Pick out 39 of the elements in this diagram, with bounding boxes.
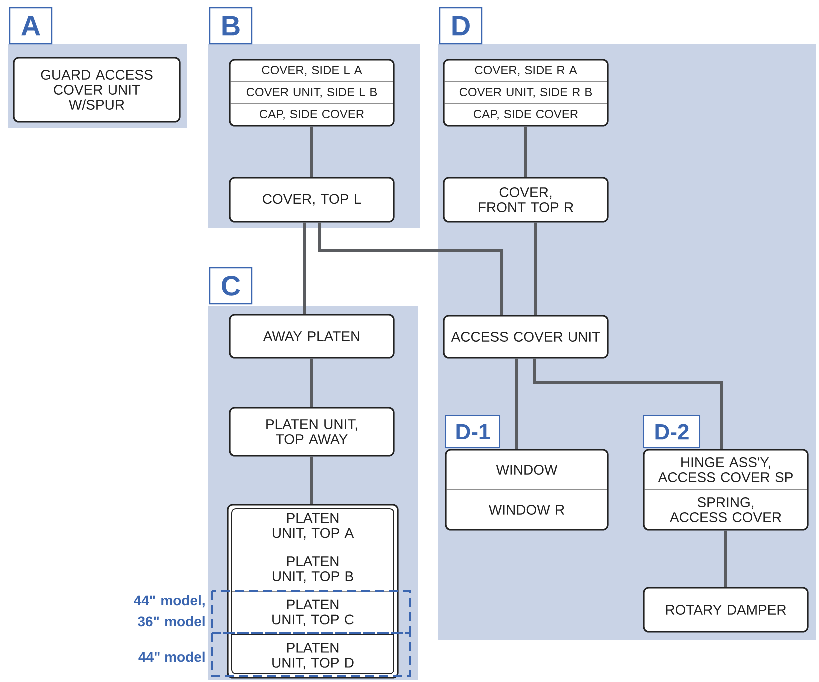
part-name: AWAY PLATEN [263, 332, 360, 342]
part-name: PLATEN UNIT, TOP D [272, 643, 354, 670]
connector-line [310, 456, 314, 504]
part-name: WINDOW R [488, 505, 564, 515]
part-name: CAP, SIDE COVER [474, 110, 578, 120]
part-name: ACCESS COVER UNIT [451, 332, 600, 342]
part-name: GUARD ACCESS COVER UNIT W/SPUR [41, 70, 153, 110]
section-tag: D-1 [446, 416, 500, 448]
part-name: PLATEN UNIT, TOP A [273, 513, 354, 540]
connector-line [724, 530, 728, 588]
connector-line [304, 222, 306, 314]
part-name: COVER UNIT, SIDE R B [460, 88, 592, 98]
connector-line [310, 126, 314, 178]
section-tag: D-2 [644, 416, 700, 448]
group-letter: B [209, 7, 253, 45]
part-name: CAP, SIDE COVER [260, 110, 364, 120]
model-note: 44" model [138, 652, 205, 662]
part-name: COVER, SIDE R A [475, 66, 578, 76]
connector-line [310, 358, 314, 408]
part-name: PLATEN UNIT, TOP AWAY [266, 420, 358, 444]
connector-line [534, 222, 538, 316]
connector-line [516, 358, 518, 450]
part-name: PLATEN UNIT, TOP C [272, 600, 354, 626]
group-letter: D [439, 7, 483, 45]
part-name: SPRING, ACCESS COVER [670, 498, 782, 522]
part-name: PLATEN UNIT, TOP B [273, 556, 354, 584]
connector-line [318, 222, 504, 316]
part-name: WINDOW [496, 465, 558, 475]
part-name: COVER, TOP L [263, 194, 362, 206]
group-letter: A [9, 7, 53, 45]
part-name: ROTARY DAMPER [666, 605, 786, 615]
part-name: COVER, SIDE L A [262, 66, 362, 76]
part-name: COVER UNIT, SIDE L B [246, 88, 378, 98]
connector-line [524, 126, 528, 178]
part-name: COVER, FRONT TOP R [479, 188, 574, 212]
model-note: 44" model, 36" model [134, 595, 205, 627]
connector-line [534, 358, 724, 450]
part-name: HINGE ASS'Y, ACCESS COVER SP [658, 458, 793, 482]
group-letter: C [209, 267, 253, 305]
